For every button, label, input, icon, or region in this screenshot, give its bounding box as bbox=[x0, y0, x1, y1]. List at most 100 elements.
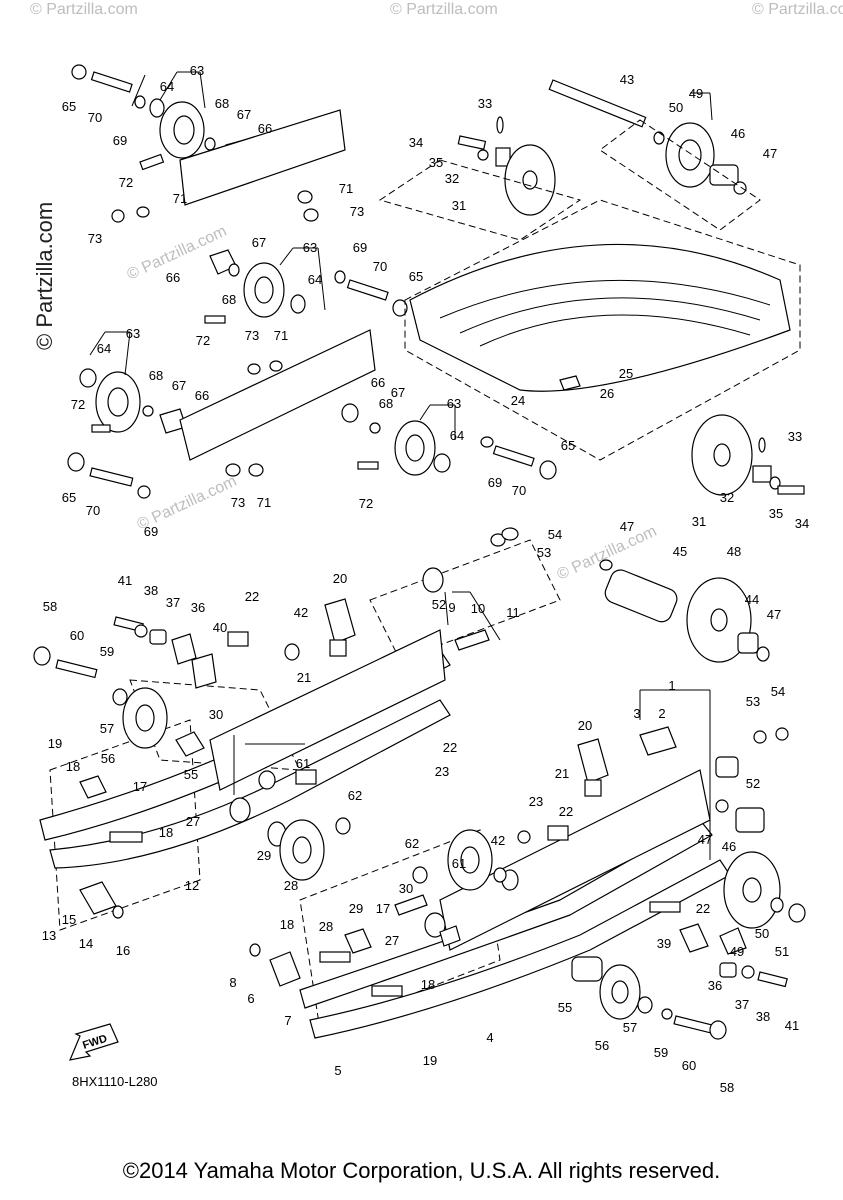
callout-17: 17 bbox=[133, 779, 147, 794]
callout-22: 22 bbox=[696, 901, 710, 916]
callout-72: 72 bbox=[196, 333, 210, 348]
watermark: © Partzilla.com bbox=[752, 1, 843, 18]
callout-11: 11 bbox=[506, 605, 520, 620]
callout-42: 42 bbox=[491, 833, 505, 848]
callout-68: 68 bbox=[222, 292, 236, 307]
callout-68: 68 bbox=[149, 368, 163, 383]
callout-46: 46 bbox=[731, 126, 745, 141]
callout-65: 65 bbox=[409, 269, 423, 284]
callout-31: 31 bbox=[452, 198, 466, 213]
callout-61: 61 bbox=[452, 856, 466, 871]
callout-18: 18 bbox=[66, 759, 80, 774]
callout-62: 62 bbox=[405, 836, 419, 851]
callout-21: 21 bbox=[555, 766, 569, 781]
callout-41: 41 bbox=[118, 573, 132, 588]
callout-71: 71 bbox=[173, 191, 187, 206]
callout-8: 8 bbox=[229, 975, 236, 990]
callout-50: 50 bbox=[669, 100, 683, 115]
callout-36: 36 bbox=[191, 600, 205, 615]
callout-9: 9 bbox=[448, 600, 455, 615]
callout-53: 53 bbox=[537, 545, 551, 560]
callout-33: 33 bbox=[478, 96, 492, 111]
callout-20: 20 bbox=[578, 718, 592, 733]
callout-73: 73 bbox=[245, 328, 259, 343]
callout-45: 45 bbox=[673, 544, 687, 559]
callout-22: 22 bbox=[245, 589, 259, 604]
callout-19: 19 bbox=[423, 1053, 437, 1068]
callout-64: 64 bbox=[97, 341, 111, 356]
callout-43: 43 bbox=[620, 72, 634, 87]
callout-17: 17 bbox=[376, 901, 390, 916]
callout-49: 49 bbox=[689, 86, 703, 101]
watermark: © Partzilla.com bbox=[30, 1, 138, 18]
callout-52: 52 bbox=[432, 597, 446, 612]
callout-70: 70 bbox=[512, 483, 526, 498]
callout-61: 61 bbox=[296, 756, 310, 771]
callout-49: 49 bbox=[730, 944, 744, 959]
diagram-code: 8HX1110-L280 bbox=[72, 1074, 158, 1089]
callout-60: 60 bbox=[70, 628, 84, 643]
callout-44: 44 bbox=[745, 592, 759, 607]
callout-14: 14 bbox=[79, 936, 93, 951]
callout-64: 64 bbox=[308, 272, 322, 287]
callout-63: 63 bbox=[126, 326, 140, 341]
callout-47: 47 bbox=[767, 607, 781, 622]
callout-7: 7 bbox=[284, 1013, 291, 1028]
callout-64: 64 bbox=[160, 79, 174, 94]
callout-37: 37 bbox=[166, 595, 180, 610]
callout-57: 57 bbox=[623, 1020, 637, 1035]
callout-38: 38 bbox=[756, 1009, 770, 1024]
callout-10: 10 bbox=[471, 601, 485, 616]
callout-70: 70 bbox=[373, 259, 387, 274]
callout-38: 38 bbox=[144, 583, 158, 598]
callout-16: 16 bbox=[116, 943, 130, 958]
callout-54: 54 bbox=[548, 527, 562, 542]
callout-66: 66 bbox=[195, 388, 209, 403]
callout-46: 46 bbox=[722, 839, 736, 854]
callout-69: 69 bbox=[353, 240, 367, 255]
callout-48: 48 bbox=[727, 544, 741, 559]
callout-47: 47 bbox=[763, 146, 777, 161]
callout-29: 29 bbox=[349, 901, 363, 916]
callout-63: 63 bbox=[447, 396, 461, 411]
callout-57: 57 bbox=[100, 721, 114, 736]
callout-69: 69 bbox=[113, 133, 127, 148]
callout-56: 56 bbox=[101, 751, 115, 766]
callout-59: 59 bbox=[100, 644, 114, 659]
rail-assembly-right bbox=[249, 559, 806, 1040]
callout-12: 12 bbox=[185, 878, 199, 893]
wheel-assembly-mid-left bbox=[111, 206, 408, 324]
callout-71: 71 bbox=[257, 495, 271, 510]
callout-36: 36 bbox=[708, 978, 722, 993]
callout-23: 23 bbox=[435, 764, 449, 779]
callout-66: 66 bbox=[371, 375, 385, 390]
callout-24: 24 bbox=[511, 393, 525, 408]
callout-27: 27 bbox=[385, 933, 399, 948]
callout-18: 18 bbox=[280, 917, 294, 932]
callout-71: 71 bbox=[274, 328, 288, 343]
callout-18: 18 bbox=[421, 977, 435, 992]
callout-62: 62 bbox=[348, 788, 362, 803]
callout-35: 35 bbox=[769, 506, 783, 521]
callout-29: 29 bbox=[257, 848, 271, 863]
callout-67: 67 bbox=[237, 107, 251, 122]
callout-58: 58 bbox=[43, 599, 57, 614]
callout-32: 32 bbox=[445, 171, 459, 186]
wheel-assembly-lower-left bbox=[67, 329, 557, 499]
watermark: © Partzilla.com bbox=[390, 1, 498, 18]
callout-64: 64 bbox=[450, 428, 464, 443]
callout-65: 65 bbox=[62, 99, 76, 114]
callout-50: 50 bbox=[755, 926, 769, 941]
callout-32: 32 bbox=[720, 490, 734, 505]
callout-6: 6 bbox=[247, 991, 254, 1006]
callout-70: 70 bbox=[88, 110, 102, 125]
callout-71: 71 bbox=[339, 181, 353, 196]
callout-5: 5 bbox=[334, 1063, 341, 1078]
callout-72: 72 bbox=[359, 496, 373, 511]
callout-59: 59 bbox=[654, 1045, 668, 1060]
wheel-assembly-top-left bbox=[71, 64, 346, 222]
track-assembly bbox=[409, 79, 805, 496]
callout-34: 34 bbox=[409, 135, 423, 150]
callout-42: 42 bbox=[294, 605, 308, 620]
